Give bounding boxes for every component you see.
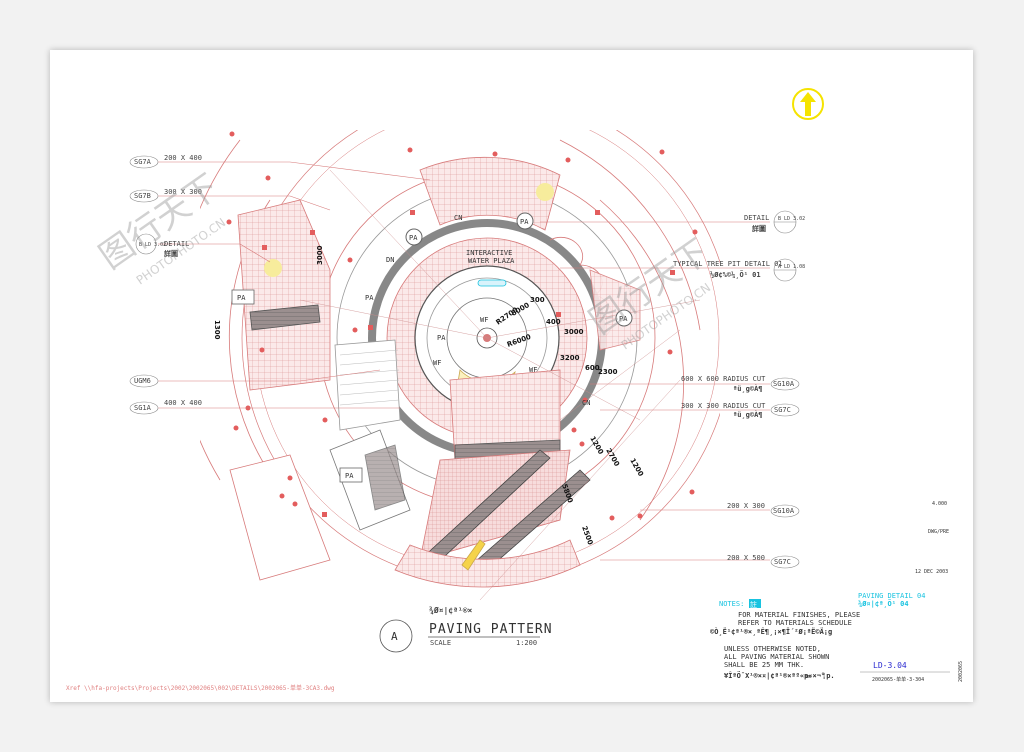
- svg-text:SHALL BE 25 MM THK.: SHALL BE 25 MM THK.: [724, 661, 804, 669]
- notes-block: NOTES: 註 FOR MATERIAL FINISHES, PLEASE R…: [710, 599, 860, 681]
- svg-text:ªü¸g©À¶: ªü¸g©À¶: [733, 384, 763, 393]
- xref-path: Xref \\hfa-projects\Projects\2002\200206…: [66, 685, 335, 692]
- svg-text:CN: CN: [454, 214, 462, 222]
- svg-text:¾Ø¤|¢ª¸Õ¹ 04: ¾Ø¤|¢ª¸Õ¹ 04: [858, 599, 909, 609]
- svg-text:SG10A: SG10A: [773, 507, 795, 515]
- svg-text:©Ò¸Ë¹¢ª¹®×¸ªÊ¶¸¡×¶Ï´²Ø¡ªË©Ä¡g: ©Ò¸Ë¹¢ª¹®×¸ªÊ¶¸¡×¶Ï´²Ø¡ªË©Ä¡g: [710, 627, 832, 636]
- svg-text:TYPICAL TREE PIT DETAIL 01: TYPICAL TREE PIT DETAIL 01: [673, 260, 783, 268]
- svg-text:DWG/PRE: DWG/PRE: [928, 529, 949, 535]
- svg-text:註: 註: [750, 600, 757, 609]
- svg-text:300 X 300 RADIUS CUT: 300 X 300 RADIUS CUT: [681, 402, 766, 410]
- water-plaza-label: WATER PLAZA: [468, 257, 515, 265]
- drawing-title-block: A ¾Ø¤|¢ª¹®× PAVING PATTERN SCALE 1:200: [379, 605, 553, 653]
- svg-text:WF: WF: [433, 359, 441, 367]
- svg-text:ªü¸g©À¶: ªü¸g©À¶: [733, 410, 763, 419]
- svg-text:WF: WF: [480, 316, 488, 324]
- detail-marker: A: [391, 630, 398, 643]
- svg-text:2002065-单单-3-304: 2002065-单单-3-304: [872, 676, 924, 683]
- svg-text:DETAIL: DETAIL: [164, 240, 189, 248]
- scale-label: SCALE: [430, 639, 451, 647]
- svg-text:SG7A: SG7A: [134, 158, 152, 166]
- svg-text:A LD 1.08: A LD 1.08: [778, 264, 805, 270]
- svg-text:600 X 600 RADIUS CUT: 600 X 600 RADIUS CUT: [681, 375, 766, 383]
- svg-text:UGM6: UGM6: [134, 377, 151, 385]
- interactive-label: INTERACTIVE: [466, 249, 512, 257]
- svg-text:SG7B: SG7B: [134, 192, 151, 200]
- svg-text:PA: PA: [619, 315, 628, 323]
- svg-text:B LD 3.02: B LD 3.02: [778, 216, 805, 222]
- svg-text:2700: 2700: [604, 447, 621, 468]
- notes-heading: NOTES:: [719, 600, 744, 608]
- svg-text:PA: PA: [520, 218, 529, 226]
- svg-text:mm: mm: [805, 674, 811, 680]
- svg-text:2500: 2500: [580, 525, 594, 546]
- svg-text:1300: 1300: [213, 320, 221, 340]
- svg-text:600: 600: [585, 364, 600, 372]
- paving-detail-ref: PAVING DETAIL 04 ¾Ø¤|¢ª¸Õ¹ 04: [858, 592, 925, 609]
- svg-text:ALL PAVING MATERIAL SHOWN: ALL PAVING MATERIAL SHOWN: [724, 653, 829, 661]
- svg-text:PA: PA: [409, 234, 418, 242]
- title-cn: ¾Ø¤|¢ª¹®×: [429, 605, 473, 615]
- svg-text:2300: 2300: [598, 368, 618, 376]
- svg-text:200 X 400: 200 X 400: [164, 154, 202, 162]
- svg-text:200 X 300: 200 X 300: [727, 502, 765, 510]
- svg-text:SG7C: SG7C: [774, 406, 791, 414]
- svg-text:B LD 3.02: B LD 3.02: [139, 242, 166, 248]
- svg-text:PA: PA: [237, 294, 246, 302]
- svg-text:UNLESS OTHERWISE NOTED,: UNLESS OTHERWISE NOTED,: [724, 645, 821, 653]
- plan-labels: INTERACTIVE WATER PLAZA PA PA PA PA PA P…: [237, 214, 628, 480]
- svg-text:3000: 3000: [316, 245, 324, 265]
- svg-text:400: 400: [546, 318, 561, 326]
- svg-text:REFER TO MATERIALS SCHEDULE: REFER TO MATERIALS SCHEDULE: [738, 619, 852, 627]
- svg-text:PA: PA: [365, 294, 374, 302]
- drawing-title: PAVING PATTERN: [429, 622, 553, 637]
- right-callouts: B LD 3.02 DETAIL 詳圖 A LD 1.08 TYPICAL TR…: [540, 210, 805, 569]
- svg-text:300 X 300: 300 X 300: [164, 188, 202, 196]
- svg-text:FOR MATERIAL FINISHES, PLEASE: FOR MATERIAL FINISHES, PLEASE: [738, 611, 860, 619]
- svg-text:SG10A: SG10A: [773, 380, 795, 388]
- svg-text:PAVING DETAIL 04: PAVING DETAIL 04: [858, 592, 925, 600]
- pa-markers: [405, 212, 633, 327]
- plan-area: [200, 130, 720, 600]
- svg-text:3000: 3000: [564, 328, 584, 336]
- svg-text:400 X 400: 400 X 400: [164, 399, 202, 407]
- svg-text:3200: 3200: [560, 354, 580, 362]
- svg-text:200 X 500: 200 X 500: [727, 554, 765, 562]
- svg-text:SG1A: SG1A: [134, 404, 152, 412]
- svg-text:詳圖: 詳圖: [164, 249, 178, 258]
- svg-text:300: 300: [530, 296, 545, 304]
- north-arrow-icon: [792, 88, 824, 120]
- scale-value: 1:200: [516, 639, 537, 647]
- svg-text:½Ø¢%©¼¸Õ¹ 01: ½Ø¢%©¼¸Õ¹ 01: [710, 270, 761, 279]
- drawing-number: LD-3.04: [873, 661, 907, 670]
- svg-text:PA: PA: [345, 472, 354, 480]
- svg-text:SG7C: SG7C: [774, 558, 791, 566]
- svg-text:DN: DN: [386, 256, 394, 264]
- left-callouts: SG7A 200 X 400 SG7B 300 X 300 B LD 3.02 …: [129, 154, 431, 415]
- svg-text:詳圖: 詳圖: [752, 224, 766, 233]
- svg-text:¥ÎªÖ¯X¹®×¤|¢ª¹®×ªº«p«×¬°: ¥ÎªÖ¯X¹®×¤|¢ª¹®×ªº«p«×¬°: [724, 671, 825, 681]
- svg-text:2002065: 2002065: [958, 661, 964, 682]
- svg-text:4.000: 4.000: [932, 501, 947, 507]
- svg-text:PA: PA: [437, 334, 446, 342]
- sheet-info: LD-3.04 4.000 DWG/PRE 12 DEC 2003 200206…: [860, 501, 964, 683]
- svg-text:12 DEC 2003: 12 DEC 2003: [915, 569, 948, 575]
- svg-text:CN: CN: [582, 399, 590, 407]
- svg-text:1200: 1200: [588, 435, 605, 456]
- svg-text:1200: 1200: [628, 457, 645, 478]
- svg-text:WF: WF: [529, 366, 537, 374]
- svg-text:DETAIL: DETAIL: [744, 214, 769, 222]
- svg-text:¦p.: ¦p.: [822, 672, 835, 680]
